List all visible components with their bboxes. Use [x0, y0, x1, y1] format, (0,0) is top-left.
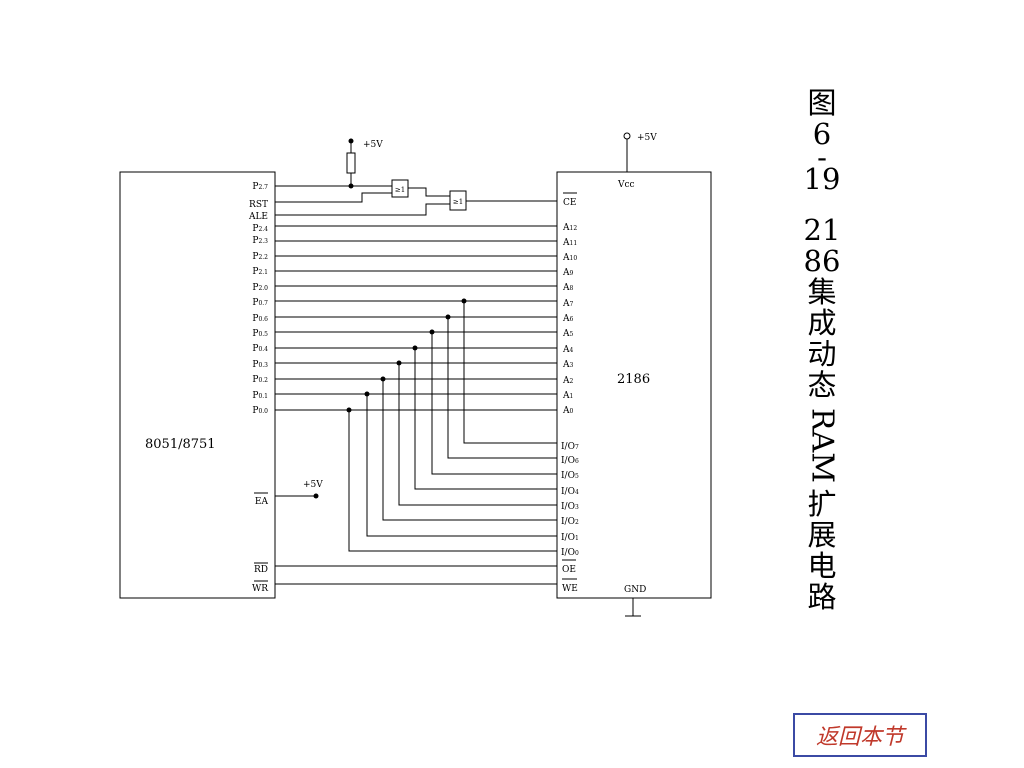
or-gate-2-label: ≥1	[453, 198, 463, 206]
pin-ea-label: EA	[255, 497, 269, 507]
pin-p06-label: P0.6	[252, 314, 268, 324]
caption-line: 展	[807, 518, 837, 552]
pin-p07-label: P0.7	[252, 298, 268, 308]
mcu-pin-labels: P2.7 RST ALE P2.4 P2.3 P2.2 P2.1 P2.0 P0…	[248, 182, 269, 594]
pin-p22-label: P2.2	[252, 252, 268, 262]
caption-line: 6	[812, 117, 832, 151]
pullup-supply-label: +5V	[363, 140, 383, 150]
pin-p23-label: P2.3	[252, 236, 268, 246]
pin-ale-label: ALE	[248, 212, 268, 222]
pin-io7-label: I/O7	[561, 442, 579, 452]
control-wires	[275, 185, 557, 216]
caption-line: 态	[807, 368, 837, 402]
vcc-supply: +5V	[623, 132, 657, 172]
pin-ce-label: CE	[563, 198, 576, 208]
pin-rst-label: RST	[249, 200, 268, 210]
ground-symbol	[625, 598, 641, 617]
caption-line: 成	[807, 306, 837, 340]
pin-io3-label: I/O3	[561, 502, 579, 512]
pin-io1-label: I/O1	[561, 533, 579, 543]
high-address-wires	[275, 225, 557, 287]
ea-terminal-dot	[313, 493, 319, 499]
pin-p20-label: P2.0	[252, 283, 268, 293]
pin-p21-label: P2.1	[252, 267, 268, 277]
pin-a7-label: A7	[562, 299, 574, 309]
pin-wr-label: WR	[252, 584, 268, 594]
pin-a8-label: A8	[562, 283, 574, 293]
caption-line: 86	[803, 244, 841, 278]
pin-we-label: WE	[562, 584, 578, 594]
pin-p02-label: P0.2	[252, 375, 268, 385]
pin-p24-label: P2.4	[252, 224, 268, 234]
pullup-supply: +5V	[346, 138, 383, 189]
pin-io2-label: I/O2	[561, 517, 579, 527]
caption-line: 扩	[807, 487, 837, 521]
ea-supply-label: +5V	[303, 480, 323, 490]
pin-a4-label: A4	[562, 345, 574, 355]
ram-chip-label: 2186	[617, 372, 650, 387]
caption-line: 21	[803, 213, 841, 247]
pin-io0-label: I/O0	[561, 548, 579, 558]
pin-a12-label: A12	[562, 223, 577, 233]
pin-p04-label: P0.4	[252, 344, 268, 354]
or-gate-2: ≥1	[449, 190, 467, 211]
pin-a11-label: A11	[562, 238, 577, 248]
vcc-terminal-circle	[623, 132, 631, 140]
or-gate-1-label: ≥1	[395, 186, 405, 194]
pin-a3-label: A3	[562, 360, 574, 370]
ram-pin-labels: CE A12 A11 A10 A9 A8 A7 A6 A5 A4 A3 A2 A…	[561, 198, 579, 594]
pin-oe-label: OE	[562, 565, 576, 575]
mcu-chip-body	[119, 171, 276, 599]
ram-gnd-label: GND	[624, 585, 646, 595]
pin-a1-label: A1	[562, 391, 573, 401]
pin-io6-label: I/O6	[561, 456, 579, 466]
back-to-section-button[interactable]: 返回本节	[793, 713, 927, 757]
pin-a2-label: A2	[562, 376, 574, 386]
caption-line: 集	[807, 275, 837, 309]
vcc-supply-label: +5V	[637, 133, 657, 143]
pin-a9-label: A9	[562, 268, 574, 278]
caption-line: 动	[807, 337, 837, 371]
pullup-resistor	[346, 152, 356, 174]
caption-line: 路	[807, 580, 837, 614]
pin-p03-label: P0.3	[252, 360, 268, 370]
mcu-chip-label: 8051/8751	[145, 437, 216, 452]
or-gate-1: ≥1	[391, 179, 409, 198]
pin-rd-label: RD	[254, 565, 268, 575]
caption-line: 电	[807, 549, 837, 583]
ram-chip-body	[556, 171, 712, 599]
pin-a5-label: A5	[562, 329, 574, 339]
caption-line: -	[817, 140, 827, 174]
pin-a0-label: A0	[562, 406, 574, 416]
ram-vcc-label: Vcc	[617, 180, 635, 190]
pin-p01-label: P0.1	[252, 391, 268, 401]
ea-supply: +5V	[275, 480, 323, 499]
pin-a6-label: A6	[562, 314, 574, 324]
pin-io5-label: I/O5	[561, 471, 579, 481]
low-address-data-wires	[275, 298, 557, 552]
pin-p00-label: P0.0	[252, 406, 268, 416]
caption-line: RAM	[804, 407, 840, 483]
caption-line: 19	[803, 162, 841, 196]
pin-a10-label: A10	[562, 253, 577, 263]
pin-io4-label: I/O4	[561, 487, 579, 497]
pin-p05-label: P0.5	[252, 329, 268, 339]
caption-line: 图	[807, 86, 837, 120]
rw-control-wires	[275, 565, 557, 585]
pin-p27-label: P2.7	[252, 182, 268, 192]
figure-caption: 图 6 - 19 21 86 集 成 动 态 RAM 扩 展 电 路	[800, 88, 844, 613]
